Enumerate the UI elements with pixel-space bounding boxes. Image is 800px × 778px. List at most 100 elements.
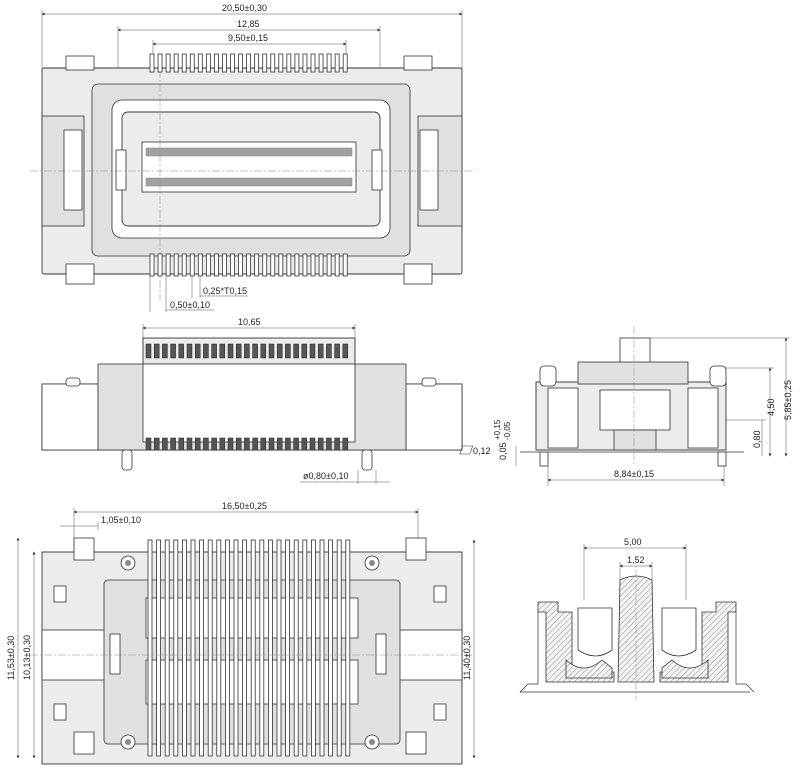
- pin: [203, 437, 209, 451]
- pin: [310, 53, 316, 73]
- pin: [181, 53, 187, 73]
- pin: [222, 253, 227, 277]
- dim-hole-span: 16,50±0,25: [222, 501, 267, 511]
- pin: [145, 437, 152, 451]
- pin: [276, 343, 283, 359]
- pin: [170, 343, 176, 359]
- pin: [252, 437, 258, 451]
- pin: [181, 539, 187, 757]
- pin: [309, 343, 316, 359]
- pin: [246, 53, 252, 73]
- pin: [326, 343, 332, 359]
- pin: [310, 253, 316, 277]
- pin: [149, 53, 155, 73]
- pin: [336, 539, 342, 757]
- pin: [286, 253, 292, 277]
- pin: [342, 437, 349, 451]
- pin: [213, 253, 219, 277]
- pin: [270, 53, 276, 73]
- pin: [207, 539, 213, 757]
- pin: [317, 343, 324, 359]
- pin: [197, 253, 203, 277]
- pin: [319, 539, 325, 757]
- pin: [178, 343, 185, 359]
- dim-footprint-width: 8,84±0,15: [614, 469, 654, 479]
- pin: [260, 343, 267, 359]
- pin: [270, 253, 276, 277]
- front-view: 10,65 ø0,80±0,10 0,12: [41, 317, 491, 484]
- dim-body-height: 4,50: [766, 398, 776, 416]
- dim-standoff-plus: +0,15: [493, 419, 502, 440]
- pin: [309, 437, 316, 451]
- pin: [149, 253, 155, 277]
- pin: [260, 437, 267, 451]
- pin: [293, 539, 299, 757]
- pin: [342, 53, 348, 73]
- pin: [205, 253, 211, 277]
- pin: [227, 343, 234, 359]
- pin: [181, 253, 187, 277]
- pin: [227, 437, 234, 451]
- pin: [211, 343, 217, 359]
- pin: [262, 53, 268, 73]
- pin: [238, 53, 243, 73]
- pin: [173, 53, 179, 73]
- pin: [326, 253, 332, 277]
- pin: [317, 437, 324, 451]
- pin: [293, 437, 299, 451]
- pin: [268, 343, 275, 359]
- pin: [189, 53, 195, 73]
- pin: [211, 437, 217, 451]
- pin: [216, 539, 222, 757]
- pin: [310, 539, 316, 757]
- pin: [242, 539, 248, 757]
- pin: [186, 343, 193, 359]
- section-view: 5,00 1,52: [519, 537, 755, 700]
- pin: [262, 253, 268, 277]
- pin: [259, 539, 265, 757]
- top-view: 20,50±0,30 12,85 9,50±0,15: [30, 3, 475, 312]
- pin: [194, 343, 201, 359]
- pin: [190, 539, 196, 757]
- pin: [301, 437, 308, 451]
- dim-pin-span: 9,50±0,15: [228, 33, 268, 43]
- dim-total-height: 5,85±0,25: [783, 380, 793, 420]
- dim-coplanarity: 0,12: [473, 446, 491, 456]
- pin: [250, 539, 256, 757]
- pin: [276, 437, 283, 451]
- pin: [153, 343, 160, 359]
- pin: [205, 53, 211, 73]
- pin: [157, 53, 163, 73]
- pin: [170, 437, 176, 451]
- pin: [342, 343, 349, 359]
- dim-inner-width: 12,85: [237, 19, 260, 29]
- pin: [233, 539, 239, 757]
- pin: [268, 437, 275, 451]
- dim-pitch-tolerance: 0,25*T0,15: [203, 286, 247, 296]
- pin: [178, 437, 185, 451]
- pin: [219, 437, 226, 451]
- pin: [326, 437, 332, 451]
- pin: [173, 253, 179, 277]
- pin: [278, 253, 284, 277]
- dim-lead-height: 0,80: [752, 430, 762, 448]
- pin: [254, 253, 260, 277]
- pin: [162, 437, 168, 451]
- dim-standoff-minus: -0,05: [503, 421, 512, 440]
- pin: [235, 343, 242, 359]
- pin: [301, 343, 308, 359]
- pin: [238, 253, 243, 277]
- pin: [252, 343, 258, 359]
- dim-outer-span: 5,00: [624, 537, 642, 547]
- pin: [153, 437, 160, 451]
- pin: [294, 253, 300, 277]
- pin: [244, 437, 250, 451]
- dim-hole-offset: 1,05±0,10: [101, 515, 141, 525]
- pin: [326, 53, 332, 73]
- pin: [222, 53, 227, 73]
- pin: [230, 253, 235, 277]
- pin: [334, 253, 340, 277]
- pin: [145, 343, 152, 359]
- pin: [302, 539, 308, 757]
- pin: [219, 343, 226, 359]
